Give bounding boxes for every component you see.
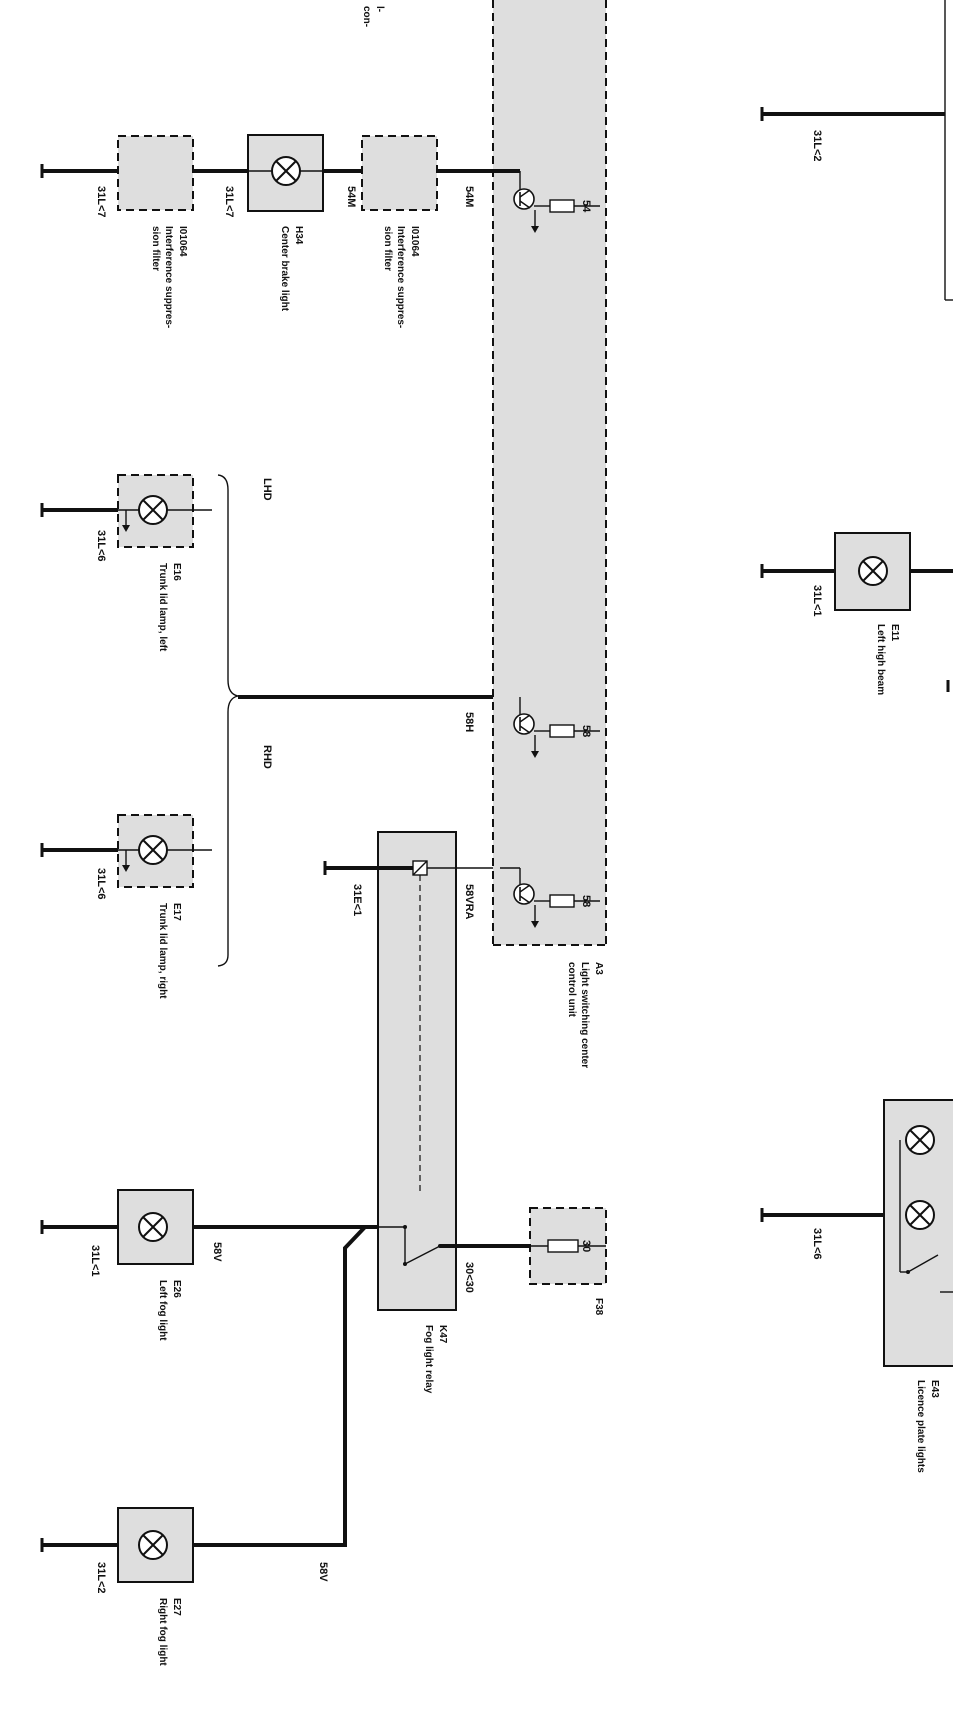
svg-text:Center brake light: Center brake light	[279, 226, 290, 312]
label-f38: F38	[593, 1298, 604, 1316]
svg-text:E11: E11	[889, 624, 900, 642]
svg-text:K47: K47	[437, 1325, 448, 1344]
svg-text:Licence plate lights: Licence plate lights	[915, 1380, 926, 1473]
svg-text:Right fog light: Right fog light	[157, 1598, 168, 1666]
wire-label: 54M	[463, 186, 475, 207]
lhd-rhd-brace	[217, 474, 493, 967]
label-k47: K47 Fog light relay	[423, 1325, 448, 1394]
svg-text:Trunk lid lamp, right: Trunk lid lamp, right	[157, 903, 168, 999]
wire-label: 58VRA	[463, 884, 475, 920]
wire-label: 31E<1	[351, 884, 363, 916]
wire-label: 31L<1	[811, 585, 823, 617]
top-fragment: l- con-	[361, 6, 385, 27]
svg-text:Interference suppres-: Interference suppres-	[395, 226, 406, 328]
svg-text:I01064: I01064	[177, 226, 188, 257]
wire-label: 31L<6	[811, 1228, 823, 1260]
svg-text:A3: A3	[593, 962, 604, 975]
svg-text:Light switching center: Light switching center	[579, 962, 590, 1068]
svg-text:E43: E43	[929, 1380, 940, 1398]
svg-text:Interference suppres-: Interference suppres-	[163, 226, 174, 328]
wire-label: 58V	[317, 1562, 329, 1582]
svg-text:Left high beam: Left high beam	[875, 624, 886, 695]
label-e43: E43 Licence plate lights	[915, 1380, 940, 1473]
top-fragment-line-1: l-	[374, 6, 385, 12]
fuse-f38	[529, 1207, 607, 1285]
a3-control-unit	[492, 0, 607, 946]
label-i01064-right: I01064 Interference suppres- sion filter	[382, 226, 420, 328]
svg-text:sion filter: sion filter	[382, 226, 393, 271]
svg-text:F38: F38	[593, 1298, 604, 1316]
wire-label: 58H	[463, 712, 475, 732]
label-a3: A3 Light switching center control unit	[566, 962, 604, 1068]
rhd-label: RHD	[261, 745, 273, 769]
brake-light-circuit	[40, 134, 493, 212]
wire-label: 31L<6	[95, 868, 107, 900]
svg-text:E27: E27	[171, 1598, 182, 1616]
wire-label: 31L<1	[89, 1245, 101, 1277]
svg-text:H34: H34	[293, 226, 304, 245]
svg-text:sion filter: sion filter	[150, 226, 161, 271]
svg-text:Fog light relay: Fog light relay	[423, 1325, 434, 1394]
wire-label: 31L<6	[95, 530, 107, 562]
a3-pin-54: 54	[580, 200, 592, 213]
svg-text:control unit: control unit	[566, 962, 577, 1018]
wire-label: 31L<7	[223, 186, 235, 218]
svg-text:Trunk lid lamp, left: Trunk lid lamp, left	[157, 563, 168, 652]
a3-output-stage-58h	[513, 697, 600, 758]
wire-label: 58V	[211, 1242, 223, 1262]
svg-text:I01064: I01064	[409, 226, 420, 257]
label-e26: E26 Left fog light	[157, 1280, 182, 1341]
wire-label: 31L<2	[95, 1562, 107, 1594]
svg-text:Left fog light: Left fog light	[157, 1280, 168, 1341]
label-h34: H34 Center brake light	[279, 226, 304, 312]
a3-pin-58b: 58	[580, 895, 592, 907]
f38-pin-30: 30	[580, 1240, 592, 1252]
a3-pin-58a: 58	[580, 725, 592, 737]
trunk-lid-lamp-left	[40, 474, 212, 548]
wire-label: 30<30	[463, 1262, 475, 1293]
right-fog-light-circuit	[40, 1507, 194, 1583]
top-fragment-line-2: con-	[361, 6, 372, 27]
wire-label: 31L<2	[811, 130, 823, 162]
svg-text:E17: E17	[171, 903, 182, 921]
label-e17: E17 Trunk lid lamp, right	[157, 903, 182, 999]
label-i01064-left: I01064 Interference suppres- sion filter	[150, 226, 188, 328]
svg-text:E26: E26	[171, 1280, 182, 1298]
label-e16: E16 Trunk lid lamp, left	[157, 563, 182, 652]
wire-label: 54M	[345, 186, 357, 207]
trunk-lid-lamp-right	[40, 814, 212, 888]
fog-light-relay	[323, 831, 530, 1311]
lhd-label: LHD	[261, 478, 273, 501]
wire-label: 31L<7	[95, 186, 107, 218]
svg-text:E16: E16	[171, 563, 182, 581]
left-fog-light-circuit	[40, 1189, 378, 1547]
right-side-circuits	[760, 0, 953, 1367]
a3-output-stage-58vra	[500, 867, 600, 928]
label-e11: E11 Left high beam	[875, 624, 900, 695]
label-e27: E27 Right fog light	[157, 1598, 182, 1666]
